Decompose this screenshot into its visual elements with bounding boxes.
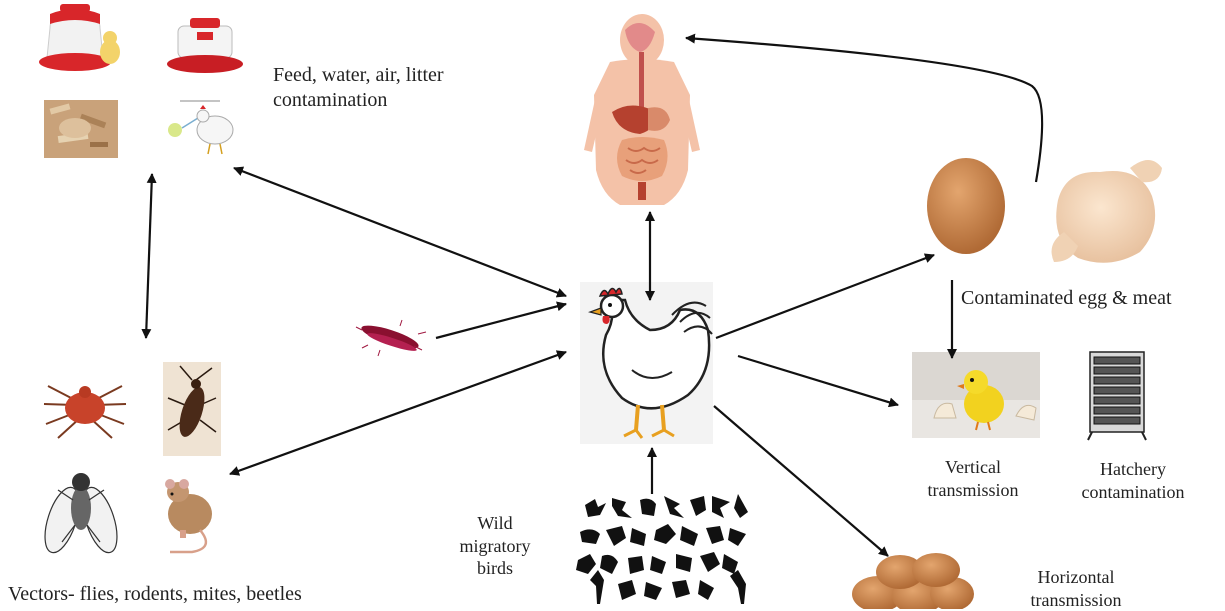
- wild-birds-label-line-2: migratory: [440, 535, 550, 558]
- horizontal-label-line-2: transmission: [1016, 589, 1136, 611]
- hatchery-label-line-1: Hatchery: [1070, 458, 1196, 481]
- wild-birds-label: Wild migratory birds: [440, 512, 550, 580]
- feed-label-line-1: Feed, water, air, litter: [273, 63, 444, 88]
- arrow-feed-hen: [234, 168, 566, 296]
- contaminated-label: Contaminated egg & meat: [961, 286, 1172, 311]
- horizontal-label: Horizontal transmission: [1016, 566, 1136, 611]
- bacteria-icon: [356, 320, 426, 356]
- human-digestive-system-icon: [584, 14, 700, 205]
- wild-birds-label-line-1: Wild: [440, 512, 550, 535]
- vectors-label: Vectors- flies, rodents, mites, beetles: [8, 582, 302, 607]
- hatchery-label-line-2: contamination: [1070, 481, 1196, 504]
- hen-icon: [580, 282, 713, 444]
- rodent-icon: [165, 479, 212, 552]
- horizontal-label-line-1: Horizontal: [1016, 566, 1136, 589]
- hatching-chick-icon: [912, 352, 1040, 438]
- vertical-label: Vertical transmission: [918, 456, 1028, 501]
- wild-birds-label-line-3: birds: [440, 557, 550, 580]
- infected-chicken-icon: [160, 98, 238, 160]
- hatchery-label: Hatchery contamination: [1070, 458, 1196, 503]
- mite-icon: [44, 386, 126, 438]
- fly-icon: [38, 473, 124, 557]
- hatchery-rack-icon: [1088, 352, 1146, 440]
- arrow-meat-human: [686, 38, 1042, 182]
- arrow-hen-vertical: [738, 356, 898, 405]
- vertical-label-line-2: transmission: [918, 479, 1028, 502]
- beetle-icon: [163, 362, 221, 456]
- feed-label: Feed, water, air, litter contamination: [273, 63, 444, 113]
- waterer-icon: [167, 18, 243, 73]
- arrow-bacteria-hen: [436, 304, 566, 338]
- arrow-hen-egg: [716, 255, 934, 338]
- egg-icon: [927, 158, 1005, 254]
- feed-label-line-2: contamination: [273, 88, 444, 113]
- litter-icon: [44, 100, 118, 158]
- arrow-vectors-hen: [230, 352, 566, 474]
- raw-chicken-meat-icon: [1052, 160, 1162, 263]
- arrow-feed-vectors: [146, 174, 152, 338]
- vertical-label-line-1: Vertical: [918, 456, 1028, 479]
- egg-pile-icon: [852, 553, 974, 609]
- wild-birds-silhouettes-icon: [576, 494, 748, 604]
- feeder-icon: [39, 4, 120, 71]
